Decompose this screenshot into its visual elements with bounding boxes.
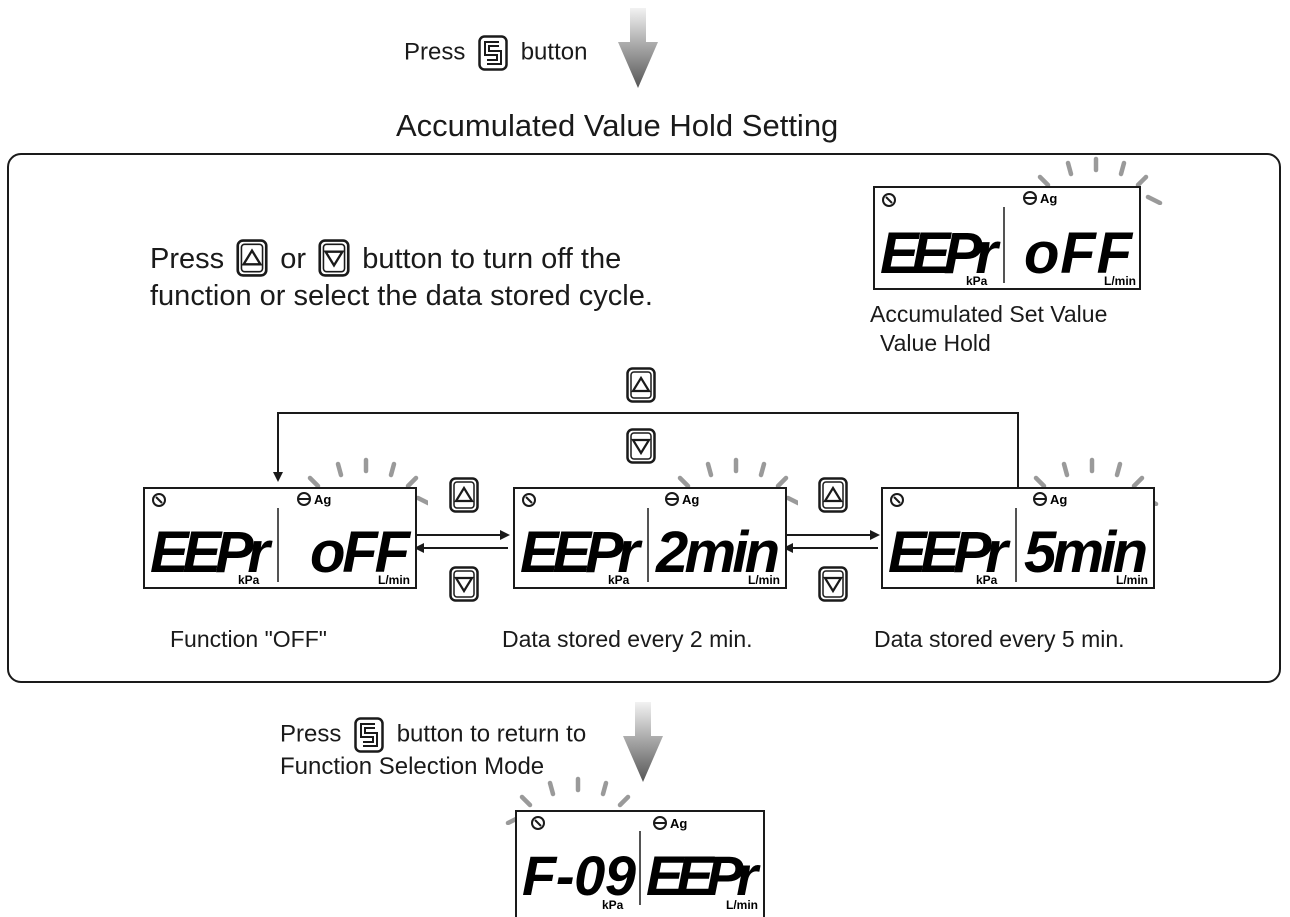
lcd-left-value: EEPr	[520, 520, 643, 585]
pressure-icon	[882, 193, 896, 207]
lcd-left-unit: kPa	[976, 573, 998, 587]
lcd-indicator: Ag	[670, 816, 687, 831]
lcd-right-value: oFF	[1024, 221, 1134, 286]
lcd-right-unit: L/min	[748, 573, 780, 587]
instruction-or: or	[280, 243, 307, 275]
lcd-main-display: Ag EEPr oFF kPa L/min	[873, 155, 1173, 290]
flow-icon	[1033, 492, 1047, 506]
bottom-instruction-line-1: Press button to return to	[280, 717, 586, 753]
lcd-left-unit: kPa	[602, 898, 624, 912]
lcd-indicator: Ag	[682, 492, 699, 507]
lcd-right-value: EEPr	[646, 844, 761, 907]
instruction-press: Press	[150, 243, 225, 275]
lcd-2min-display: Ag EEPr 2min kPa L/min	[513, 456, 798, 589]
lcd-indicator: Ag	[314, 492, 331, 507]
lcd-left-unit: kPa	[608, 573, 630, 587]
loop-arrow	[273, 412, 1019, 488]
bottom-instruction-line-2: Function Selection Mode	[280, 753, 545, 780]
instruction-line-1: Press or button to turn off the	[150, 242, 621, 277]
pressure-icon	[152, 493, 166, 507]
top-instruction: Press button	[404, 35, 587, 71]
lcd-indicator: Ag	[1050, 492, 1067, 507]
lcd-right-unit: L/min	[1104, 274, 1136, 288]
caption-off: Function "OFF"	[170, 626, 327, 652]
up-button-icon[interactable]	[626, 367, 656, 403]
lcd-right-value: 5min	[1024, 520, 1148, 585]
up-button-icon[interactable]	[818, 477, 848, 513]
up-button-icon[interactable]	[449, 477, 479, 513]
instruction-rest: button to turn off the	[362, 243, 622, 275]
main-caption-line-2: Value Hold	[880, 330, 991, 356]
caption-2min: Data stored every 2 min.	[502, 626, 753, 652]
bottom-return-text: button to return to	[396, 720, 587, 748]
down-button-icon[interactable]	[818, 566, 848, 602]
caption-5min: Data stored every 5 min.	[874, 626, 1125, 652]
lcd-right-unit: L/min	[378, 573, 410, 587]
s-button-icon[interactable]	[354, 717, 384, 753]
flow-arrow-icon	[623, 702, 663, 782]
pressure-icon	[522, 493, 536, 507]
lcd-left-value: EEPr	[880, 221, 1001, 286]
lcd-5min-display: Ag EEPr 5min kPa L/min	[881, 456, 1166, 589]
lcd-right-unit: L/min	[726, 898, 758, 912]
lcd-off-display: Ag EEPr oFF kPa L/min	[143, 456, 428, 589]
lcd-function-display: Ag F-09 EEPr kPa L/min	[500, 775, 765, 917]
lcd-right-value: 2min	[655, 520, 780, 585]
lcd-right-unit: L/min	[1116, 573, 1148, 587]
top-button-text: button	[520, 38, 588, 66]
lcd-left-value: EEPr	[150, 520, 273, 585]
instruction-line-2: function or select the data stored cycle…	[150, 280, 653, 312]
lcd-frame	[873, 186, 1141, 290]
pressure-icon	[890, 493, 904, 507]
lcd-right-value: oFF	[310, 520, 412, 585]
down-button-icon[interactable]	[449, 566, 479, 602]
lcd-left-value: F-09	[522, 844, 636, 907]
lcd-left-unit: kPa	[238, 573, 260, 587]
lcd-frame	[881, 487, 1155, 589]
section-title: Accumulated Value Hold Setting	[370, 108, 865, 144]
lcd-indicator: Ag	[1040, 191, 1057, 206]
lcd-frame	[143, 487, 417, 589]
lcd-left-value: EEPr	[888, 520, 1011, 585]
lcd-left-unit: kPa	[966, 274, 988, 288]
main-caption-line-1: Accumulated Set Value	[870, 301, 1108, 327]
flow-icon	[665, 492, 679, 506]
flow-icon	[653, 816, 667, 830]
lcd-frame	[513, 487, 787, 589]
top-press-text: Press	[404, 38, 466, 66]
bottom-press-text: Press	[280, 720, 342, 748]
flow-icon	[1023, 191, 1037, 205]
flow-icon	[297, 492, 311, 506]
settings-frame	[7, 153, 1281, 683]
pressure-icon	[531, 816, 545, 830]
